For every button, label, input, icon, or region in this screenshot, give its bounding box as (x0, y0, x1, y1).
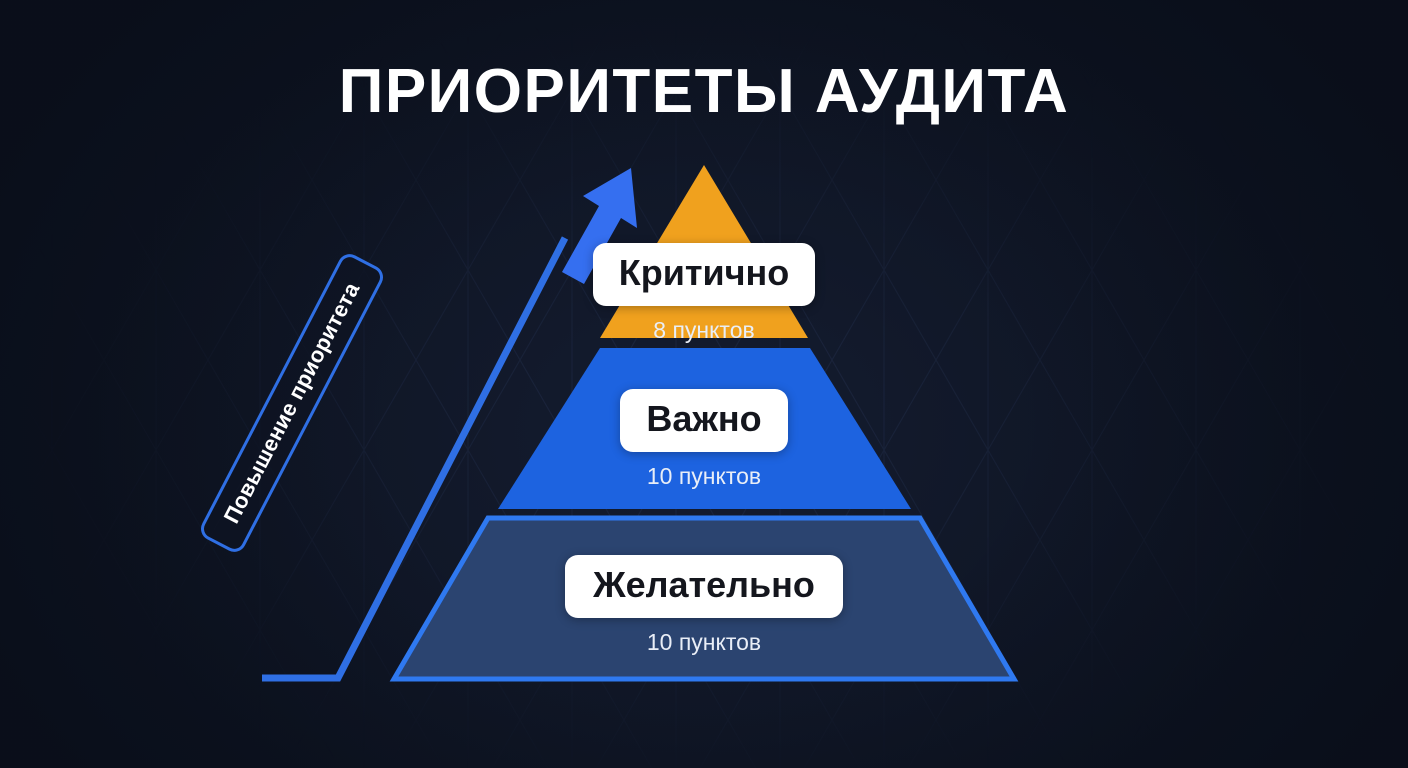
pyramid-level-desirable[interactable] (389, 515, 1019, 682)
pyramid-level-important[interactable] (498, 348, 911, 509)
page-title: ПРИОРИТЕТЫ АУДИТА (338, 57, 1070, 126)
priority-arrow (262, 168, 637, 682)
